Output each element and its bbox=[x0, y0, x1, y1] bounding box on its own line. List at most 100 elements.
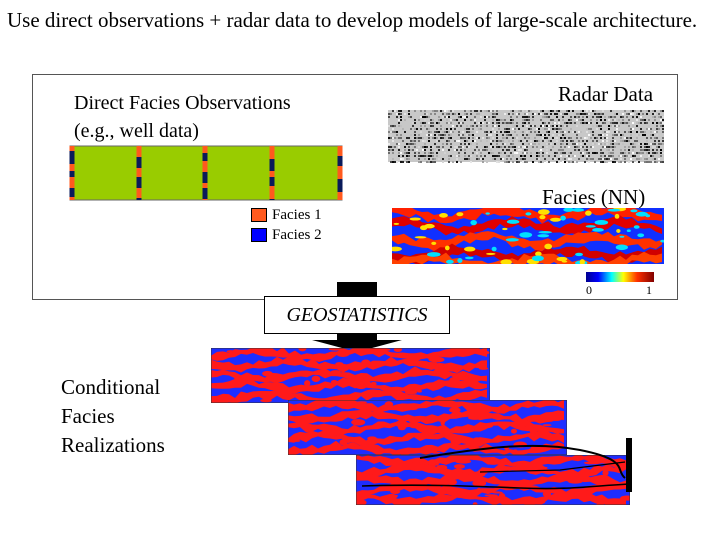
nn-blob bbox=[538, 231, 552, 234]
nn-blob bbox=[531, 255, 544, 262]
radar-pixel bbox=[430, 122, 432, 124]
radar-pixel bbox=[606, 158, 608, 160]
radar-pixel bbox=[648, 155, 650, 157]
radar-pixel bbox=[544, 128, 546, 130]
radar-pixel bbox=[610, 110, 612, 112]
radar-pixel bbox=[530, 110, 532, 112]
radar-pixel bbox=[524, 158, 526, 160]
radar-pixel bbox=[640, 155, 642, 157]
radar-pixel bbox=[430, 155, 432, 157]
radar-pixel bbox=[648, 158, 650, 160]
radar-pixel bbox=[624, 110, 626, 112]
radar-pixel bbox=[416, 149, 418, 151]
realization-blob bbox=[472, 479, 487, 487]
radar-pixel bbox=[568, 152, 570, 154]
radar-pixel bbox=[456, 158, 458, 160]
radar-pixel bbox=[554, 143, 556, 145]
radar-pixel bbox=[634, 122, 636, 124]
radar-pixel bbox=[552, 146, 554, 148]
radar-pixel bbox=[604, 146, 606, 148]
radar-pixel bbox=[596, 137, 598, 139]
radar-pixel bbox=[660, 152, 662, 154]
radar-pixel bbox=[456, 125, 458, 127]
radar-pixel bbox=[396, 134, 398, 136]
radar-pixel bbox=[506, 158, 508, 160]
radar-pixel bbox=[394, 137, 396, 139]
radar-pixel bbox=[662, 128, 664, 130]
radar-pixel bbox=[462, 116, 464, 118]
radar-pixel bbox=[424, 122, 426, 124]
radar-pixel bbox=[486, 137, 488, 139]
radar-pixel bbox=[524, 116, 526, 118]
radar-pixel bbox=[540, 161, 542, 163]
conditional-realizations-label-line2: Facies bbox=[61, 404, 115, 428]
radar-pixel bbox=[496, 131, 498, 133]
radar-pixel bbox=[554, 125, 556, 127]
radar-pixel bbox=[436, 152, 438, 154]
radar-pixel bbox=[636, 116, 638, 118]
radar-pixel bbox=[410, 140, 412, 142]
realization-facies-band bbox=[211, 356, 487, 374]
radar-pixel bbox=[512, 155, 514, 157]
radar-pixel bbox=[496, 122, 498, 124]
radar-pixel bbox=[420, 110, 422, 112]
radar-pixel bbox=[604, 161, 606, 163]
well-segment bbox=[269, 199, 275, 200]
realization-blob bbox=[483, 350, 490, 355]
radar-pixel bbox=[400, 137, 402, 139]
radar-pixel bbox=[444, 131, 446, 133]
radar-pixel bbox=[652, 110, 654, 112]
radar-pixel bbox=[454, 140, 456, 142]
radar-pixel bbox=[542, 116, 544, 118]
realization-2 bbox=[288, 400, 567, 455]
radar-pixel bbox=[646, 137, 648, 139]
radar-pixel bbox=[606, 137, 608, 139]
radar-pixel bbox=[462, 122, 464, 124]
radar-pixel bbox=[528, 122, 530, 124]
radar-pixel bbox=[612, 122, 614, 124]
radar-pixel bbox=[480, 155, 482, 157]
radar-pixel bbox=[390, 146, 392, 148]
radar-pixel bbox=[592, 125, 594, 127]
radar-pixel bbox=[450, 146, 452, 148]
radar-pixel bbox=[590, 131, 592, 133]
radar-pixel bbox=[612, 116, 614, 118]
radar-pixel bbox=[554, 152, 556, 154]
radar-pixel bbox=[542, 110, 544, 112]
arrow-head bbox=[312, 340, 402, 352]
radar-pixel bbox=[396, 131, 398, 133]
radar-pixel bbox=[536, 155, 538, 157]
radar-pixel bbox=[564, 125, 566, 127]
realization-blob bbox=[472, 502, 478, 505]
radar-pixel bbox=[604, 155, 606, 157]
radar-pixel bbox=[402, 158, 404, 160]
radar-pixel bbox=[442, 131, 444, 133]
radar-pixel bbox=[450, 137, 452, 139]
radar-pixel bbox=[588, 161, 590, 163]
radar-pixel bbox=[560, 155, 562, 157]
realization-blob bbox=[339, 439, 348, 446]
radar-pixel bbox=[646, 149, 648, 151]
radar-pixel bbox=[630, 137, 632, 139]
radar-pixel bbox=[600, 161, 602, 163]
radar-pixel bbox=[606, 149, 608, 151]
nn-blob bbox=[439, 213, 448, 218]
radar-pixel bbox=[662, 131, 664, 133]
radar-pixel bbox=[552, 128, 554, 130]
radar-pixel bbox=[662, 119, 664, 121]
radar-pixel bbox=[644, 131, 646, 133]
radar-pixel bbox=[544, 125, 546, 127]
radar-pixel bbox=[496, 161, 498, 163]
radar-pixel bbox=[654, 140, 656, 142]
radar-pixel bbox=[414, 122, 416, 124]
radar-pixel bbox=[574, 161, 576, 163]
radar-pixel bbox=[458, 113, 460, 115]
radar-pixel bbox=[460, 116, 462, 118]
radar-pixel bbox=[472, 137, 474, 139]
well-segment bbox=[136, 188, 142, 198]
radar-pixel bbox=[522, 146, 524, 148]
radar-pixel bbox=[468, 158, 470, 160]
radar-pixel bbox=[538, 110, 540, 112]
radar-pixel bbox=[418, 152, 420, 154]
realization-blob bbox=[211, 364, 216, 368]
